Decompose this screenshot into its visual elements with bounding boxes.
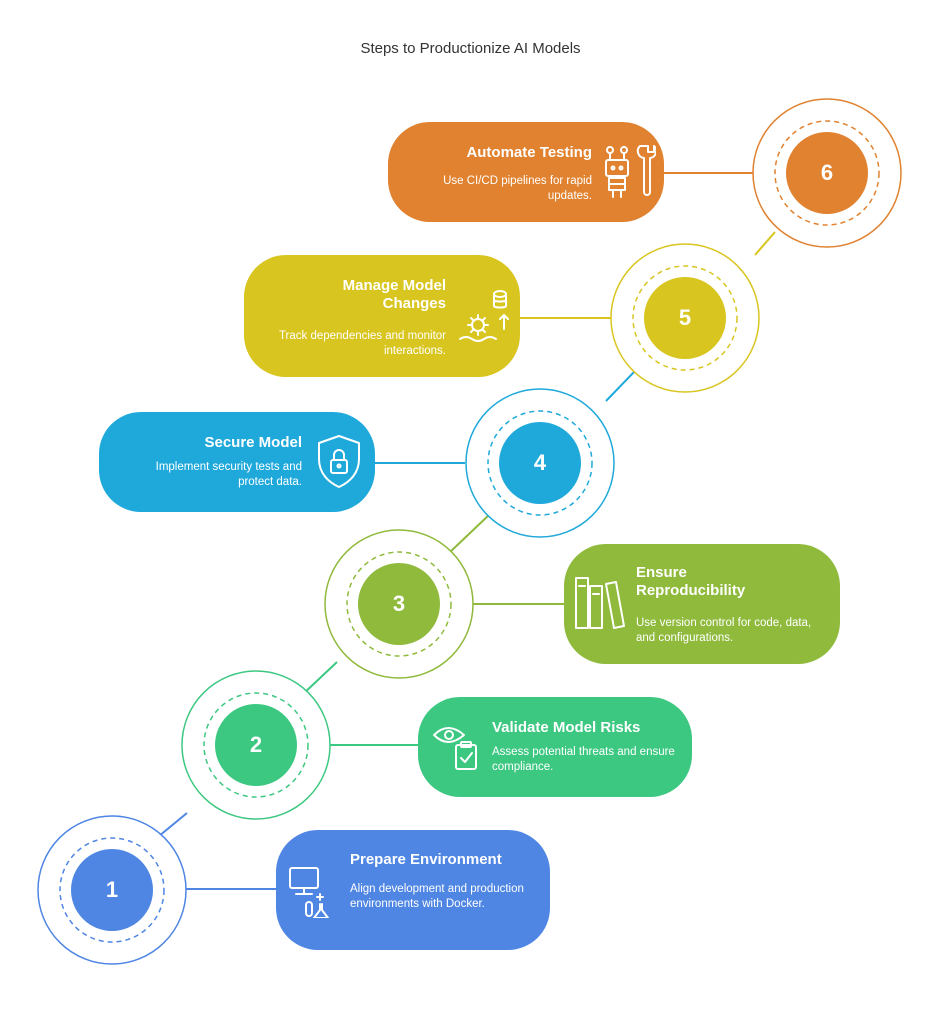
step-card-1: Prepare Environment Align development an… bbox=[276, 830, 550, 950]
step-card-3: Ensure Reproducibility Use version contr… bbox=[564, 544, 840, 664]
step-number-5: 5 bbox=[678, 305, 692, 330]
step-circle-1 bbox=[37, 815, 187, 965]
computer-flask-icon bbox=[289, 867, 329, 918]
connector-4-5 bbox=[605, 371, 635, 402]
step-circle-5 bbox=[610, 243, 760, 393]
connector-3-4 bbox=[448, 513, 491, 554]
step-description-2: Assess potential threats and ensure comp… bbox=[492, 746, 675, 773]
step-number-3: 3 bbox=[392, 591, 406, 616]
step-heading-1: Prepare Environment bbox=[350, 851, 502, 868]
step-description-6: Use CI/CD pipelines for rapid updates. bbox=[443, 175, 592, 202]
step-heading-6: Automate Testing bbox=[466, 144, 592, 161]
step-description-1: Align development and production environ… bbox=[350, 883, 524, 910]
eye-clipboard-icon bbox=[433, 727, 477, 770]
step-number-1: 1 bbox=[105, 877, 119, 902]
step-description-5: Track dependencies and monitor interacti… bbox=[278, 330, 446, 357]
step-circle-4 bbox=[465, 388, 615, 538]
step-number-6: 6 bbox=[820, 160, 834, 185]
step-heading-2: Validate Model Risks bbox=[492, 719, 641, 736]
step-circle-6 bbox=[752, 98, 902, 248]
step-heading-5: Manage Model Changes bbox=[342, 277, 446, 312]
binders-icon bbox=[575, 577, 625, 629]
step-circle-2 bbox=[181, 670, 331, 820]
step-card-4: Secure Model Implement security tests an… bbox=[99, 412, 375, 512]
step-number-2: 2 bbox=[249, 732, 263, 757]
database-gear-icon bbox=[459, 290, 509, 342]
step-heading-3: Ensure Reproducibility bbox=[636, 564, 746, 599]
step-card-2: Validate Model Risks Assess potential th… bbox=[418, 697, 692, 797]
step-card-6: Automate Testing Use CI/CD pipelines for… bbox=[388, 122, 664, 222]
step-number-4: 4 bbox=[533, 450, 547, 475]
step-card-5: Manage Model Changes Track dependencies … bbox=[244, 255, 520, 377]
step-circle-3 bbox=[324, 529, 474, 679]
connector-2-3 bbox=[301, 661, 338, 696]
robot-wrench-icon bbox=[605, 145, 656, 198]
diagram-title: Steps to Productionize AI Models bbox=[360, 40, 581, 57]
step-description-3: Use version control for code, data, and … bbox=[636, 617, 812, 644]
connector-5-6 bbox=[754, 231, 776, 256]
step-heading-4: Secure Model bbox=[204, 434, 302, 451]
shield-lock-icon bbox=[318, 435, 360, 488]
step-description-4: Implement security tests and protect dat… bbox=[155, 461, 302, 488]
